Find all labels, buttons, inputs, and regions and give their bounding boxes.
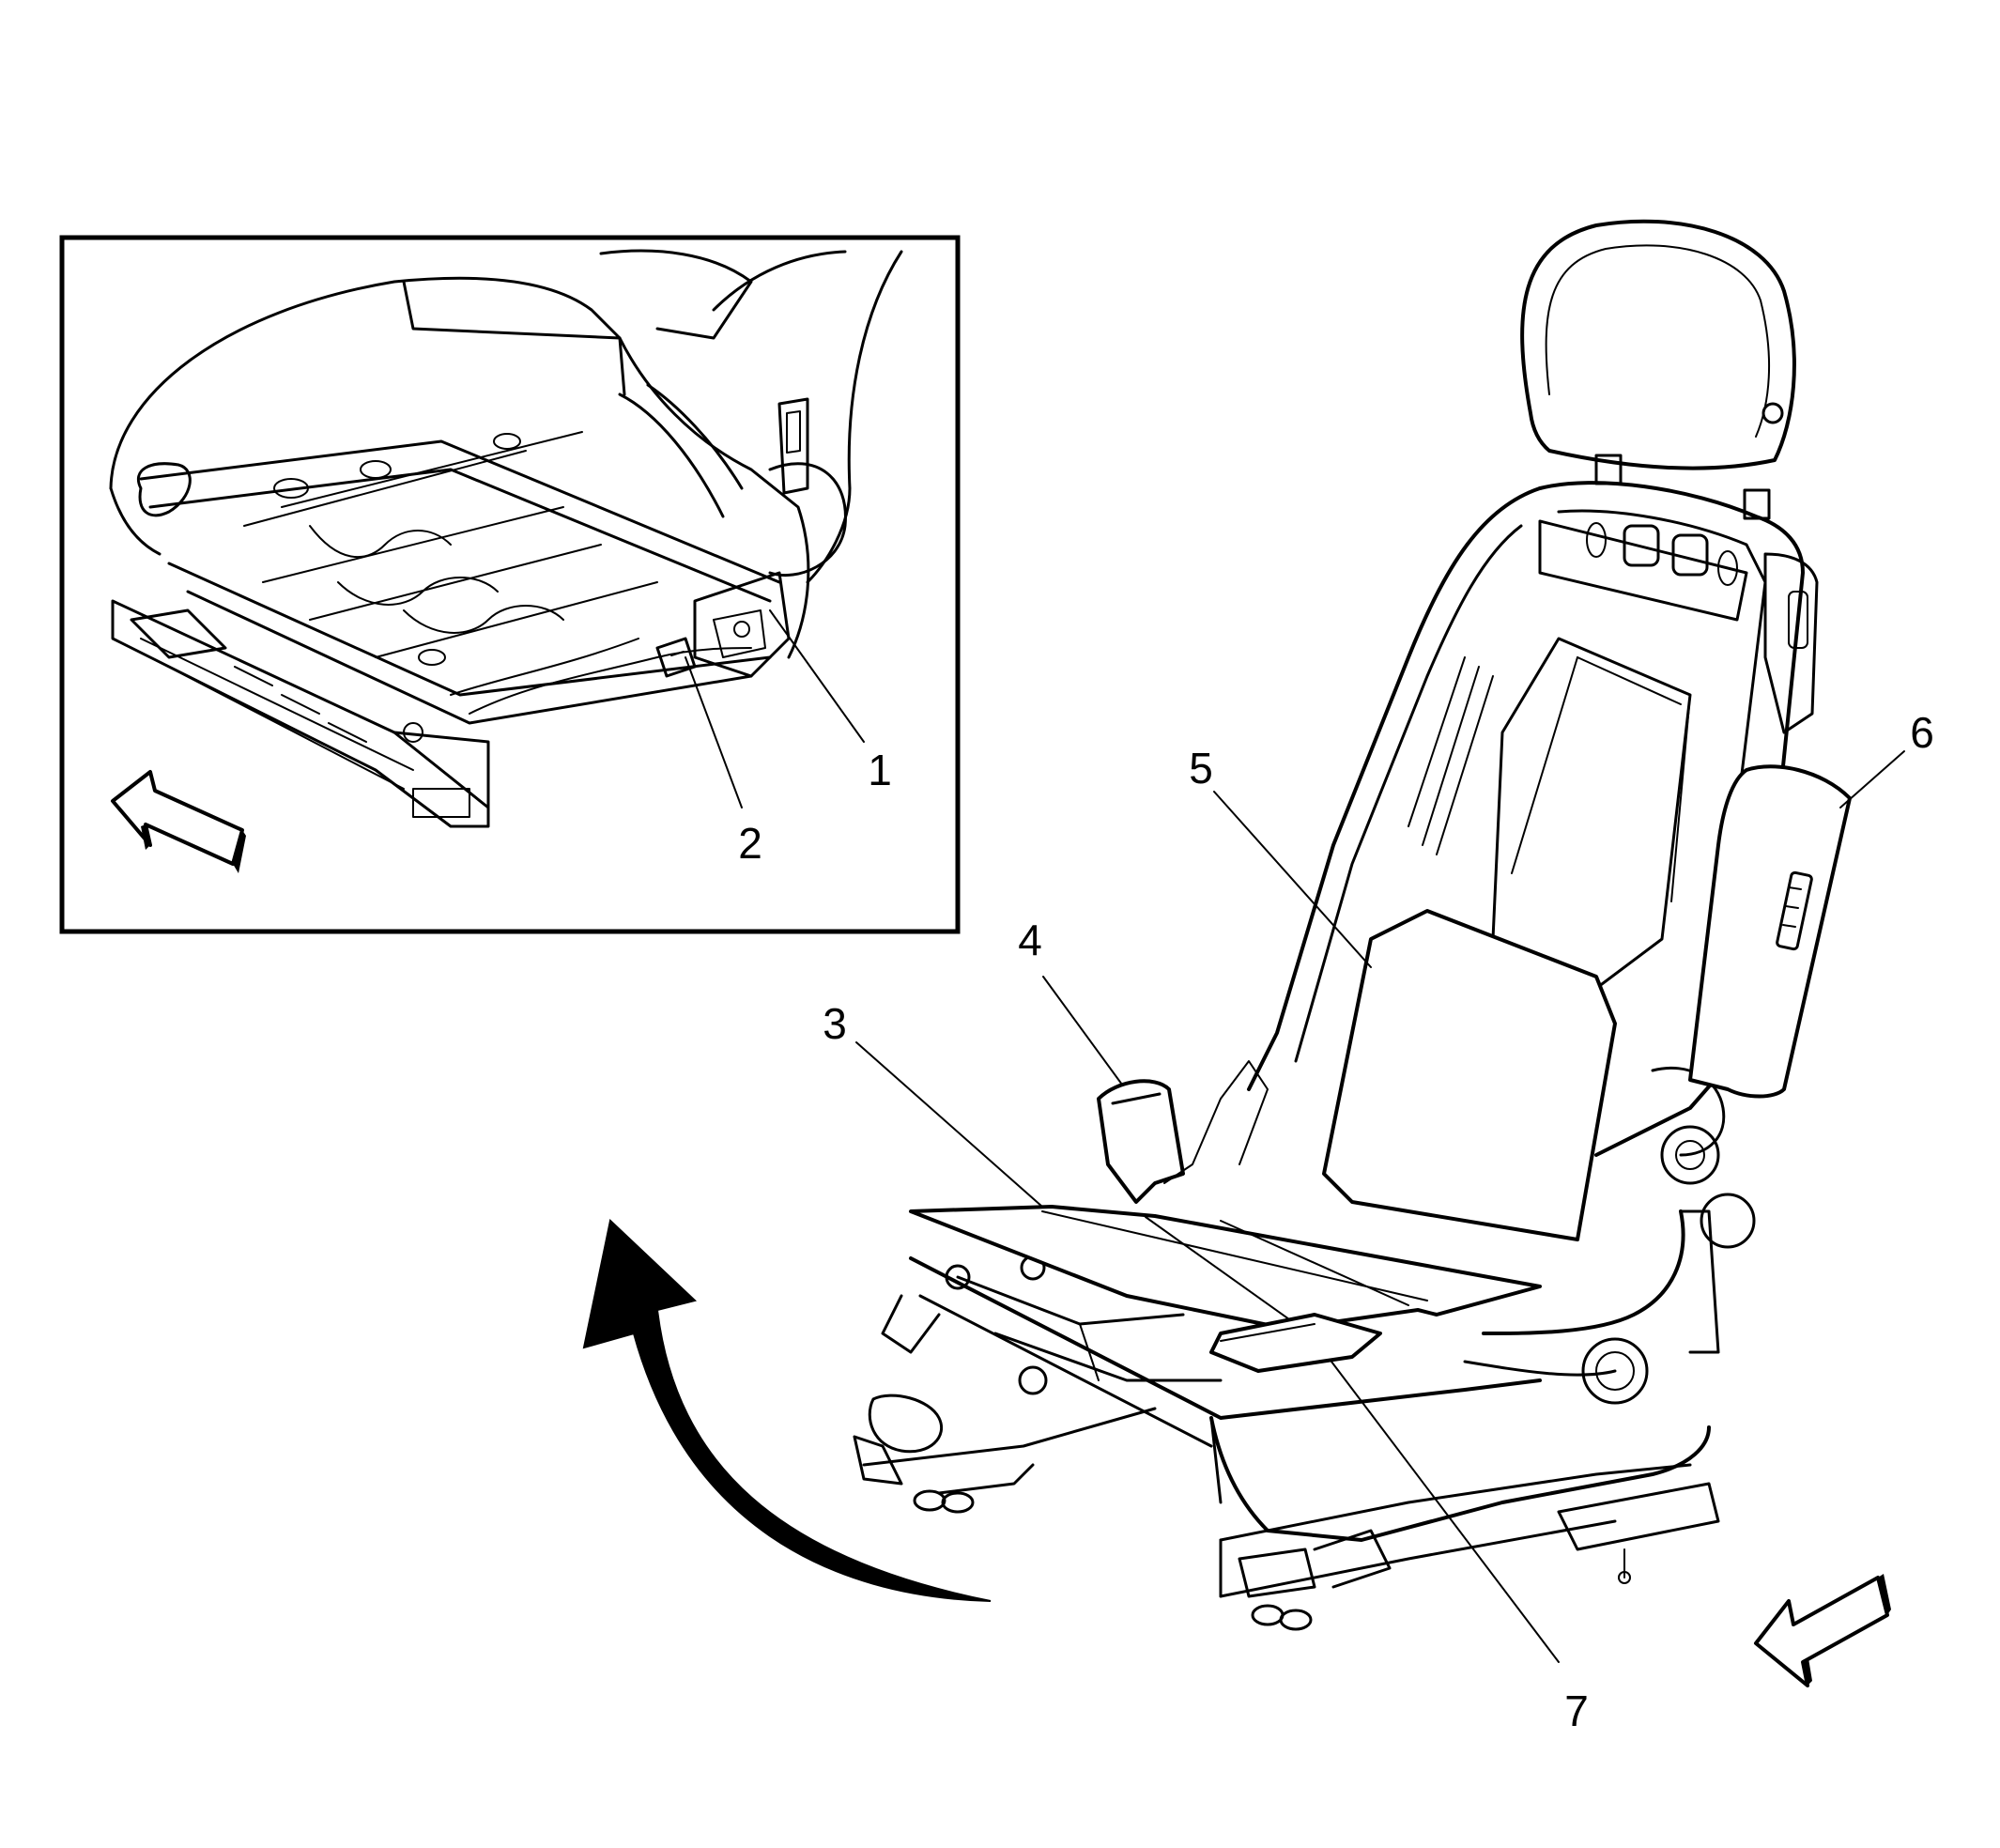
callout-2: 2 <box>738 819 762 868</box>
callout-3: 3 <box>823 999 847 1048</box>
inset-connector-2 <box>655 637 697 678</box>
leader-line-3 <box>855 1041 1043 1208</box>
direction-arrow-icon <box>111 770 246 873</box>
leader-line-2 <box>685 656 743 808</box>
callout-1: 1 <box>868 746 892 794</box>
leader-line-5 <box>1213 791 1372 968</box>
back-panel-5 <box>1322 909 1617 1241</box>
main-seat-view: 3 4 5 6 7 <box>823 219 1934 1735</box>
leader-line-1 <box>769 609 865 743</box>
inset-seat-track <box>111 599 490 828</box>
headrest <box>1520 219 1796 520</box>
seat-cushion-frame <box>853 1193 1756 1631</box>
cushion-mat-3 <box>909 1205 1542 1331</box>
direction-arrow-icon <box>1754 1574 1891 1687</box>
leader-line-6 <box>1839 750 1905 808</box>
callout-7: 7 <box>1564 1686 1589 1735</box>
inset-bracket-1 <box>693 571 791 678</box>
module-7 <box>1209 1313 1382 1373</box>
leader-line-7 <box>1331 1361 1560 1663</box>
rotation-arrow-icon <box>582 1219 992 1602</box>
inset-seat-cushion <box>109 249 903 659</box>
side-airbag-6 <box>1688 764 1852 1099</box>
inset-detail-view: 1 2 <box>59 235 961 934</box>
leader-line-4 <box>1042 976 1123 1086</box>
seat-belt-buckle-4 <box>1097 1060 1269 1204</box>
callout-6: 6 <box>1910 708 1934 757</box>
inset-buckle <box>777 397 809 495</box>
inset-seat-frame <box>137 431 781 725</box>
callout-5: 5 <box>1189 744 1213 793</box>
callout-4: 4 <box>1018 916 1042 964</box>
